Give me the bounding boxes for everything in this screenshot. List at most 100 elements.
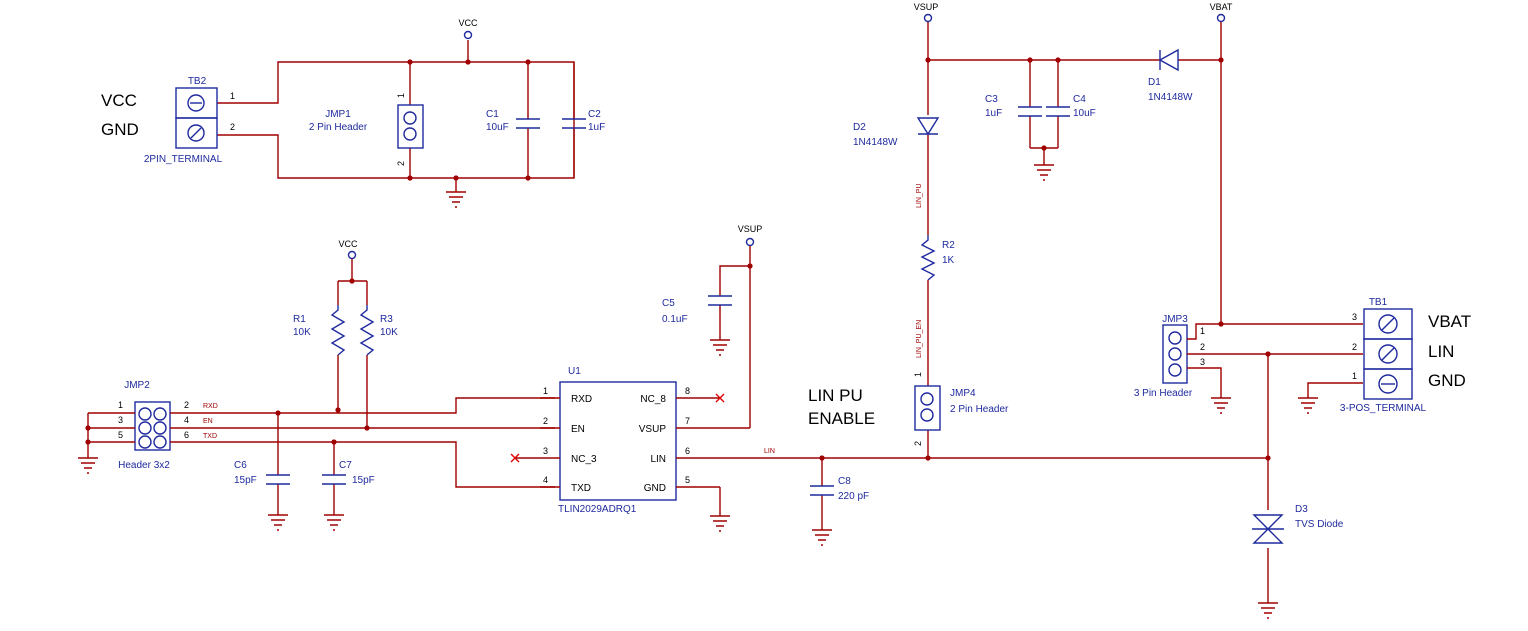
jmp3-value: 3 Pin Header: [1134, 388, 1193, 399]
ground-symbol: [446, 191, 466, 208]
u1-pin-rxd-name: RXD: [571, 394, 592, 405]
d1-value: 1N4148W: [1148, 92, 1193, 103]
lin-net-label: LIN: [764, 448, 775, 455]
u1-pin-8: 8: [685, 386, 690, 396]
r3-resistor: R3 10K: [359, 305, 398, 356]
jmp4-pin-1: 1: [913, 372, 923, 377]
tb1-pin-2: 2: [1352, 342, 1357, 352]
jmp4-pin-2: 2: [913, 441, 923, 446]
tb2-value: 2PIN_TERMINAL: [144, 154, 223, 165]
c1-value: 10uF: [486, 122, 509, 133]
en-net-label: EN: [203, 418, 213, 425]
u1-pin-7: 7: [685, 416, 690, 426]
jmp4-value: 2 Pin Header: [950, 404, 1009, 415]
c5-capacitor: C5 0.1uF: [662, 295, 732, 325]
u1-pin-gnd-name: GND: [644, 483, 666, 494]
vsup-u1-label: VSUP: [738, 224, 763, 234]
c4-ref: C4: [1073, 94, 1086, 105]
d3-ref: D3: [1295, 504, 1308, 515]
transceiver-section: VCC R1 10K R3 10K JMP2 Header 3x2 1: [78, 224, 928, 532]
jmp2-pin-4: 4: [184, 415, 189, 425]
c2-value: 1uF: [588, 122, 605, 133]
lin-bus-section: LIN LIN PU ENABLE C8 220 pF VSUP D2 1N41…: [764, 2, 1268, 546]
vcc-pullup-label: VCC: [338, 239, 358, 249]
lin-pu-en-net-label: LIN_PU_EN: [916, 320, 923, 358]
c2-capacitor: C2 1uF: [562, 109, 605, 133]
u1-ref: U1: [568, 366, 581, 377]
lin-pu-label-line2: ENABLE: [808, 409, 875, 428]
u1-pin-3: 3: [543, 446, 548, 456]
c3-ref: C3: [985, 94, 998, 105]
c5-ref: C5: [662, 298, 675, 309]
d2-diode: D2 1N4148W: [853, 117, 940, 148]
c4-capacitor: C4 10uF: [1046, 94, 1096, 119]
tb1-value: 3-POS_TERMINAL: [1340, 403, 1427, 414]
u1-pin-vsup-name: VSUP: [639, 424, 667, 435]
vbat-port-label: VBAT: [1210, 2, 1233, 12]
c8-capacitor: C8 220 pF: [810, 476, 869, 502]
c8-value: 220 pF: [838, 491, 869, 502]
tb1-ref: TB1: [1369, 297, 1388, 308]
r1-value: 10K: [293, 327, 311, 338]
jmp2-pin-6: 6: [184, 430, 189, 440]
jmp4-ref: JMP4: [950, 388, 976, 399]
lin-big-label: LIN: [1428, 342, 1454, 361]
vbat-big-label: VBAT: [1428, 312, 1471, 331]
lin-pu-label-line1: LIN PU: [808, 386, 863, 405]
r2-value: 1K: [942, 255, 955, 266]
d1-ref: D1: [1148, 77, 1161, 88]
vcc-power-port-top: VCC: [458, 18, 478, 40]
c6-capacitor: C6 15pF: [234, 460, 290, 486]
c6-ref: C6: [234, 460, 247, 471]
jmp2-header: JMP2 Header 3x2 1 2 3 4 5 6: [118, 380, 189, 471]
d3-value: TVS Diode: [1295, 519, 1344, 530]
jmp3-pin-1: 1: [1200, 326, 1205, 336]
nc8-no-connect: [715, 393, 725, 403]
txd-net-label: TXD: [203, 433, 217, 440]
c1-ref: C1: [486, 109, 499, 120]
vcc-big-label: VCC: [101, 91, 137, 110]
jmp1-pin-2: 2: [396, 161, 406, 166]
vcc-port-label: VCC: [458, 18, 478, 28]
tb1-terminal: TB1 3-POS_TERMINAL 3 2 1: [1340, 297, 1427, 414]
c4-value: 10uF: [1073, 108, 1096, 119]
u1-value: TLIN2029ADRQ1: [558, 504, 637, 515]
connector-section: JMP3 3 Pin Header 1 2 3 D3 TVS Diode: [1134, 297, 1471, 619]
c3-value: 1uF: [985, 108, 1002, 119]
nc3-no-connect: [510, 453, 520, 463]
tb2-pin-1: 1: [230, 91, 235, 101]
u1-pin-nc8-name: NC_8: [640, 394, 666, 405]
gnd-big-label: GND: [101, 120, 139, 139]
r3-value: 10K: [380, 327, 398, 338]
vsup-top-label: VSUP: [914, 2, 939, 12]
c7-ref: C7: [339, 460, 352, 471]
jmp1-ref: JMP1: [325, 109, 351, 120]
jmp3-pin-2: 2: [1200, 342, 1205, 352]
jmp3-pin-3: 3: [1200, 357, 1205, 367]
vbat-power-port: VBAT: [1210, 2, 1233, 23]
d2-ref: D2: [853, 122, 866, 133]
jmp2-pin-3: 3: [118, 415, 123, 425]
r3-ref: R3: [380, 314, 393, 325]
vcc-input-section: VCC TB2 2PIN_TERMINAL 1 2 VCC GND JMP1 2: [101, 18, 605, 208]
u1-pin-txd-name: TXD: [571, 483, 591, 494]
tb2-ref: TB2: [188, 76, 207, 87]
supply-section: C3 1uF C4 10uF D1 1N4148W VBAT: [928, 2, 1233, 327]
c6-value: 15pF: [234, 475, 257, 486]
r2-resistor: R2 1K: [920, 235, 955, 281]
u1-pin-5: 5: [685, 475, 690, 485]
u1-pin-en-name: EN: [571, 424, 585, 435]
vsup-power-port-top: VSUP: [914, 2, 939, 23]
jmp2-pin-2: 2: [184, 400, 189, 410]
c7-capacitor: C7 15pF: [322, 460, 375, 486]
jmp2-ref: JMP2: [124, 380, 150, 391]
jmp1-header: JMP1 2 Pin Header 1 2: [309, 93, 424, 166]
c5-value: 0.1uF: [662, 314, 688, 325]
vcc-power-port-pullup: VCC: [338, 239, 358, 260]
jmp3-ref: JMP3: [1162, 314, 1188, 325]
u1-pin-4: 4: [543, 475, 548, 485]
tb2-terminal: TB2 2PIN_TERMINAL 1 2: [144, 76, 235, 165]
u1-pin-nc3-name: NC_3: [571, 454, 597, 465]
d2-value: 1N4148W: [853, 137, 898, 148]
